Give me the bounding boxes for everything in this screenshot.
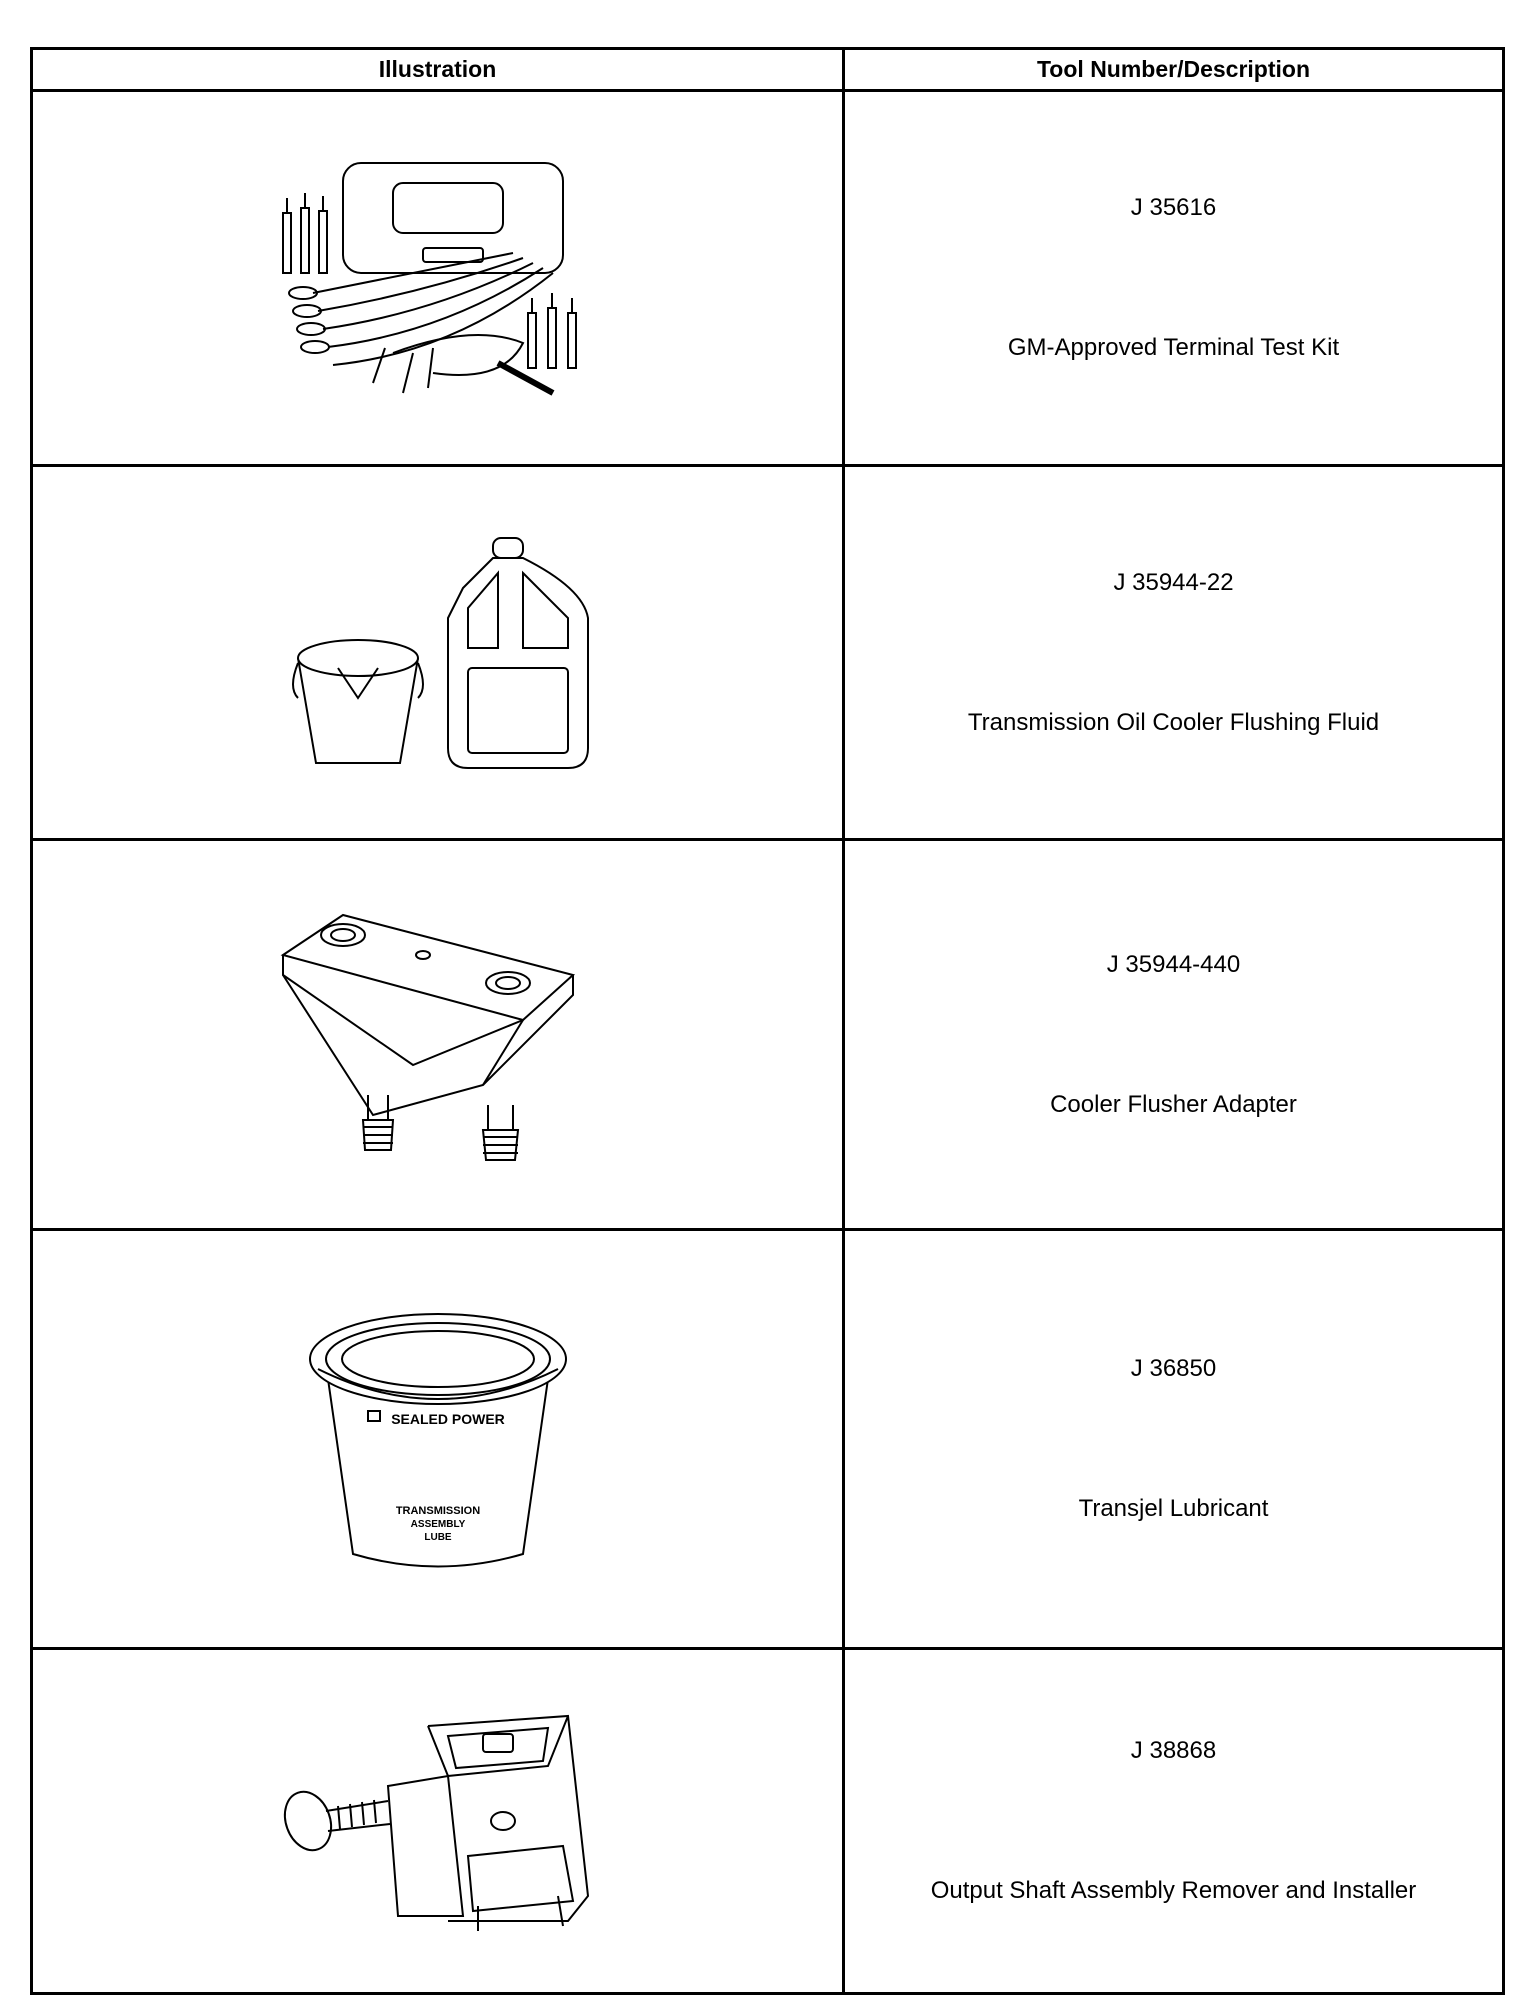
shaft-remover-installer-icon xyxy=(278,1706,598,1936)
terminal-test-kit-icon xyxy=(273,153,603,403)
special-tools-table: Illustration Tool Number/Description xyxy=(30,47,1505,1996)
tub-label-brand: SEALED POWER xyxy=(391,1411,505,1427)
tub-label-line: TRANSMISSION xyxy=(395,1505,479,1517)
tool-number: J 35944-22 xyxy=(1113,568,1234,596)
illustration-cell xyxy=(30,1646,845,1996)
tool-number: J 35944-440 xyxy=(1106,950,1241,978)
tub-label-line: LUBE xyxy=(424,1532,452,1543)
illustration-cell xyxy=(30,89,845,467)
tool-description: Transjel Lubricant xyxy=(1078,1494,1269,1522)
header-row: Illustration Tool Number/Description xyxy=(30,47,1505,92)
tool-description-cell: J 38868 Output Shaft Assembly Remover an… xyxy=(842,1646,1505,1996)
table-row: J 35944-22 Transmission Oil Cooler Flush… xyxy=(30,463,1505,842)
tool-number: J 38868 xyxy=(1130,1736,1217,1764)
table-row: J 35944-440 Cooler Flusher Adapter xyxy=(30,838,1505,1231)
tub-label-line: ASSEMBLY xyxy=(410,1519,465,1530)
tool-number: J 35616 xyxy=(1130,193,1217,221)
tool-description: GM-Approved Terminal Test Kit xyxy=(1007,333,1340,361)
table-row: J 35616 GM-Approved Terminal Test Kit xyxy=(30,89,1505,467)
illustration-cell xyxy=(30,838,845,1231)
lubricant-tub-icon: SEALED POWER TRANSMISSION ASSEMBLY LUBE xyxy=(298,1299,578,1579)
flushing-fluid-icon xyxy=(278,528,598,778)
tool-description-cell: J 35944-440 Cooler Flusher Adapter xyxy=(842,838,1505,1231)
tool-description-cell: J 35616 GM-Approved Terminal Test Kit xyxy=(842,89,1505,467)
tool-description-cell: J 36850 Transjel Lubricant xyxy=(842,1227,1505,1650)
tool-description: Cooler Flusher Adapter xyxy=(1050,1090,1297,1118)
tool-number: J 36850 xyxy=(1130,1354,1217,1382)
flusher-adapter-icon xyxy=(273,905,603,1165)
illustration-cell xyxy=(30,463,845,842)
illustration-cell: SEALED POWER TRANSMISSION ASSEMBLY LUBE xyxy=(30,1227,845,1650)
header-illustration: Illustration xyxy=(30,47,845,92)
table-row: SEALED POWER TRANSMISSION ASSEMBLY LUBE … xyxy=(30,1227,1505,1650)
tool-description: Transmission Oil Cooler Flushing Fluid xyxy=(967,708,1380,736)
tool-description: Output Shaft Assembly Remover and Instal… xyxy=(930,1876,1417,1904)
tool-description-cell: J 35944-22 Transmission Oil Cooler Flush… xyxy=(842,463,1505,842)
table-row: J 38868 Output Shaft Assembly Remover an… xyxy=(30,1646,1505,1996)
header-tool-description: Tool Number/Description xyxy=(842,47,1505,92)
